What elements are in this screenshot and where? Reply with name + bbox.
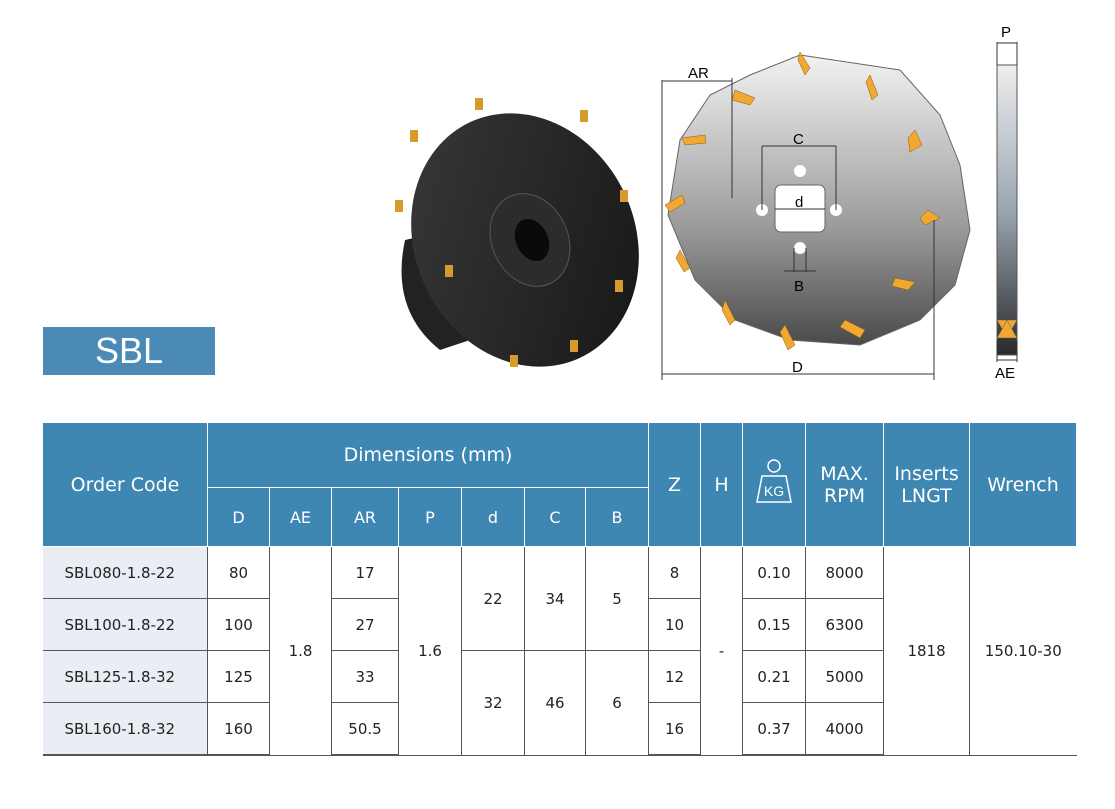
cell-Z: 16	[648, 702, 702, 756]
header-dimensions: Dimensions (mm)	[206, 422, 650, 488]
cell-inserts: 1818	[883, 546, 971, 756]
cell-C: 46	[524, 650, 586, 756]
header-dim-P: P	[398, 487, 462, 547]
weight-icon: KG	[756, 459, 792, 503]
header-dim-C: C	[524, 487, 586, 547]
label-ae: AE	[995, 365, 1015, 382]
header-max-rpm-line1: MAX.	[820, 462, 869, 485]
label-ar: AR	[688, 65, 709, 82]
label-c: C	[793, 131, 804, 148]
table-row: SBL100-1.8-22 100 27 10 0.15 6300	[42, 598, 1077, 651]
header-wrench: Wrench	[969, 422, 1078, 547]
cell-weight: 0.15	[742, 598, 807, 651]
header-max-rpm-line2: RPM	[824, 484, 866, 507]
cell-D: 100	[207, 598, 270, 651]
cell-H: -	[700, 546, 744, 756]
header-dim-D: D	[207, 487, 270, 547]
cell-AR: 27	[331, 598, 399, 651]
header-z: Z	[648, 422, 702, 547]
cell-P: 1.6	[398, 546, 462, 756]
cell-D: 125	[207, 650, 270, 703]
cell-Z: 12	[648, 650, 702, 703]
header-dim-AR: AR	[331, 487, 399, 547]
cell-AR: 33	[331, 650, 399, 703]
cell-AE: 1.8	[269, 546, 332, 756]
cell-AR: 50.5	[331, 702, 399, 756]
order-code: SBL125-1.8-32	[42, 650, 208, 703]
cell-weight: 0.10	[742, 546, 807, 599]
order-code: SBL080-1.8-22	[42, 546, 208, 599]
label-b: B	[794, 278, 804, 295]
cell-C: 34	[524, 546, 586, 651]
cell-rpm: 6300	[805, 598, 885, 651]
cell-rpm: 5000	[805, 650, 885, 703]
cell-rpm: 4000	[805, 702, 885, 756]
weight-icon-label: KG	[764, 483, 784, 499]
header-dim-d: d	[461, 487, 525, 547]
cell-weight: 0.21	[742, 650, 807, 703]
cell-Z: 10	[648, 598, 702, 651]
header-dim-AE: AE	[269, 487, 332, 547]
table-row: SBL160-1.8-32 160 50.5 16 0.37 4000	[42, 702, 1077, 756]
header-order-code: Order Code	[42, 422, 208, 547]
header-max-rpm: MAX.RPM	[805, 422, 885, 547]
cutter-technical-drawing: AR C d B D P AE	[661, 24, 1018, 382]
order-code: SBL100-1.8-22	[42, 598, 208, 651]
table-row: SBL125-1.8-32 125 33 32 46 6 12 0.21 500…	[42, 650, 1077, 756]
specification-table: Order Code Dimensions (mm) Z H KG MAX.RP…	[42, 422, 1078, 756]
cutter-product-image	[395, 98, 639, 367]
header-dim-B: B	[584, 487, 650, 547]
cell-D: 160	[207, 702, 270, 756]
cell-B: 5	[584, 546, 650, 651]
cell-AR: 17	[331, 546, 399, 599]
label-p: P	[1001, 24, 1011, 41]
cell-rpm: 8000	[805, 546, 885, 599]
table-row: SBL080-1.8-22 80 1.8 17 1.6 22 34 5 8 - …	[42, 546, 1077, 756]
header-inserts-line1: Inserts	[894, 462, 959, 485]
series-badge: SBL	[43, 327, 215, 375]
cell-B: 6	[584, 650, 650, 756]
cell-wrench: 150.10-30	[969, 546, 1077, 756]
header-weight: KG	[742, 422, 807, 547]
order-code: SBL160-1.8-32	[42, 702, 208, 756]
cell-d: 32	[461, 650, 525, 756]
header-h: H	[700, 422, 744, 547]
cell-Z: 8	[648, 546, 702, 599]
label-d-small: d	[795, 194, 803, 211]
header-inserts-line2: LNGT	[901, 484, 952, 507]
cell-d: 22	[461, 546, 525, 651]
label-d: D	[792, 359, 803, 376]
cell-weight: 0.37	[742, 702, 807, 756]
cell-D: 80	[207, 546, 270, 599]
